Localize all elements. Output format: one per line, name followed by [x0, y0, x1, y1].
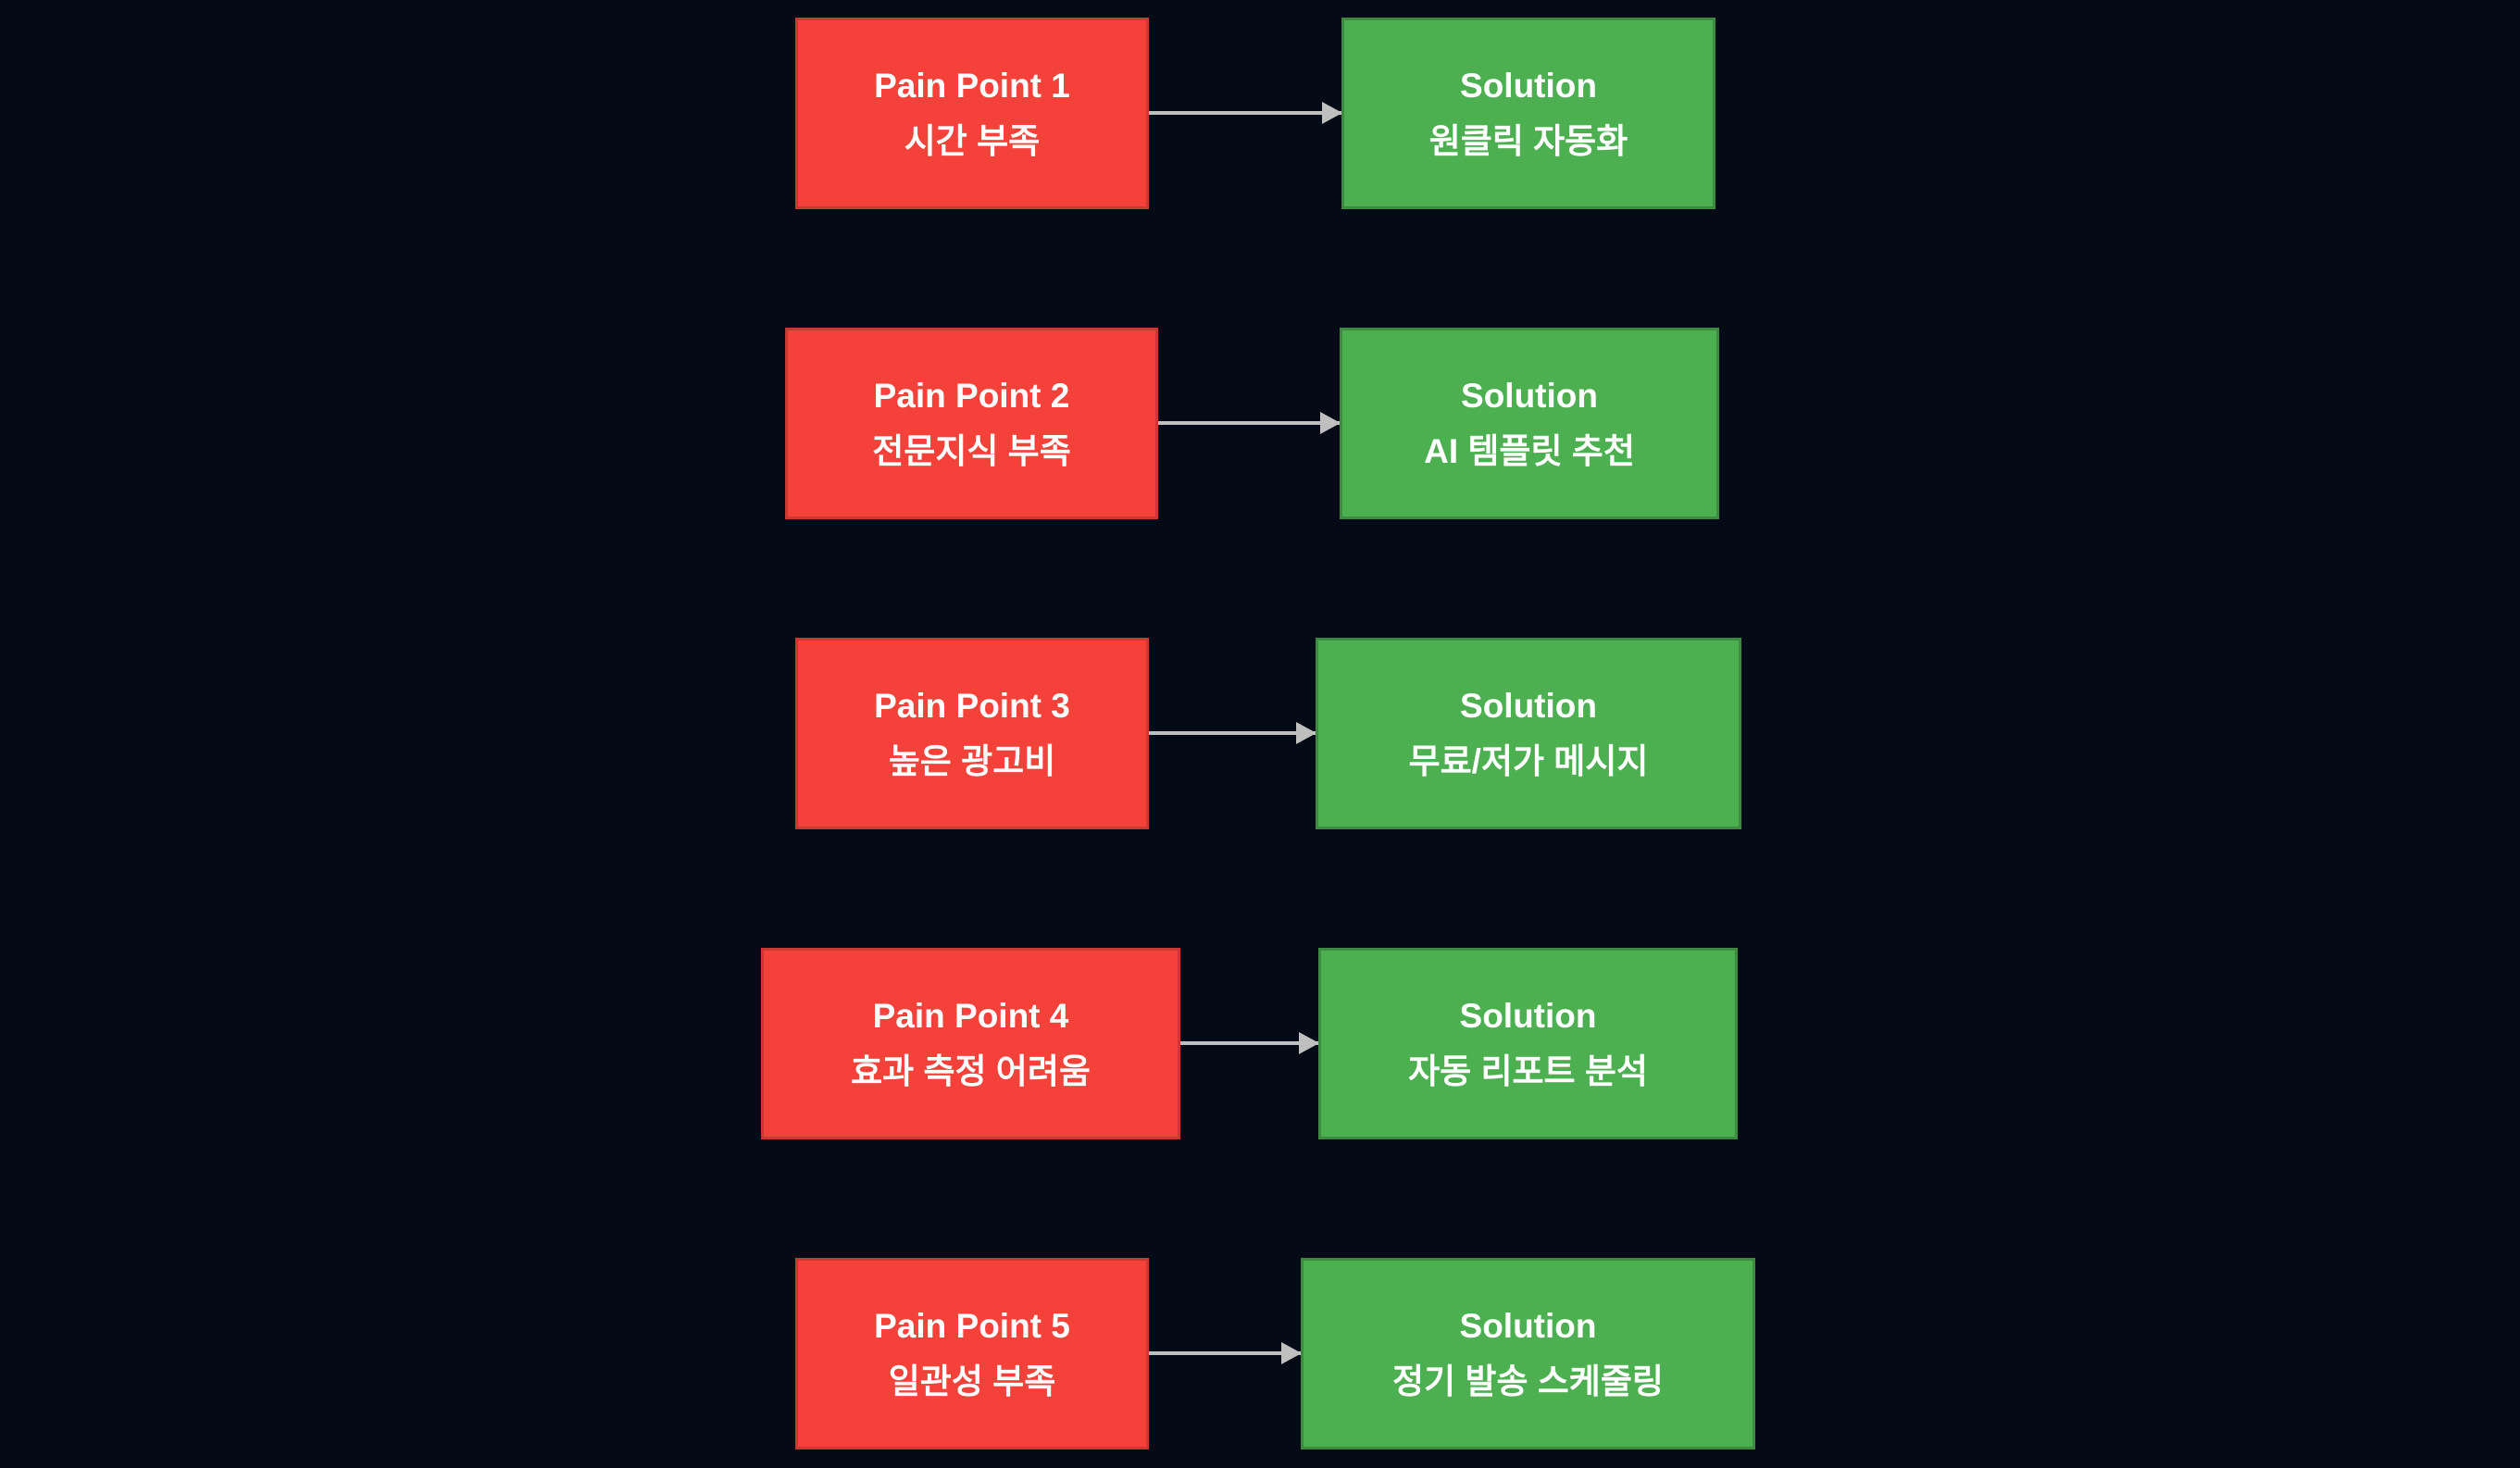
pain-title: Pain Point 4	[872, 996, 1069, 1035]
flow-arrow-icon	[1158, 421, 1340, 425]
solution-title: Solution	[1460, 66, 1597, 105]
solution-box: Solution 정기 발송 스케줄링	[1301, 1258, 1755, 1449]
pain-title: Pain Point 5	[874, 1306, 1070, 1345]
pain-subtitle: 시간 부족	[904, 121, 1041, 160]
solution-title: Solution	[1461, 376, 1598, 415]
solution-title: Solution	[1460, 686, 1597, 725]
pain-point-box: Pain Point 5 일관성 부족	[795, 1258, 1149, 1449]
solution-subtitle: 무료/저가 메시지	[1408, 741, 1649, 780]
pain-point-box: Pain Point 1 시간 부족	[795, 18, 1149, 209]
solution-title: Solution	[1459, 1306, 1597, 1345]
solution-box: Solution AI 템플릿 추천	[1340, 328, 1719, 519]
pain-point-box: Pain Point 2 전문지식 부족	[785, 328, 1158, 519]
mapping-row: Pain Point 1 시간 부족 Solution 원클릭 자동화	[0, 18, 2520, 209]
flow-arrow-icon	[1149, 731, 1316, 735]
pain-title: Pain Point 1	[874, 66, 1070, 105]
solution-box: Solution 무료/저가 메시지	[1316, 638, 1741, 829]
pain-subtitle: 높은 광고비	[888, 741, 1056, 780]
pain-subtitle: 일관성 부족	[888, 1362, 1056, 1400]
mapping-row: Pain Point 4 효과 측정 어려움 Solution 자동 리포트 분…	[0, 948, 2520, 1139]
solution-subtitle: 자동 리포트 분석	[1408, 1051, 1648, 1090]
pain-point-box: Pain Point 3 높은 광고비	[795, 638, 1149, 829]
flow-arrow-icon	[1149, 111, 1341, 115]
solution-title: Solution	[1459, 996, 1597, 1035]
pain-title: Pain Point 2	[873, 376, 1070, 415]
solution-box: Solution 원클릭 자동화	[1341, 18, 1715, 209]
pain-subtitle: 전문지식 부족	[872, 431, 1071, 470]
flow-arrow-icon	[1149, 1351, 1301, 1355]
solution-subtitle: 정기 발송 스케줄링	[1392, 1362, 1664, 1400]
pain-title: Pain Point 3	[874, 686, 1070, 725]
pain-subtitle: 효과 측정 어려움	[851, 1051, 1091, 1090]
solution-subtitle: 원클릭 자동화	[1428, 121, 1628, 160]
mapping-row: Pain Point 5 일관성 부족 Solution 정기 발송 스케줄링	[0, 1258, 2520, 1449]
mapping-row: Pain Point 3 높은 광고비 Solution 무료/저가 메시지	[0, 638, 2520, 829]
flow-arrow-icon	[1180, 1041, 1318, 1045]
solution-box: Solution 자동 리포트 분석	[1318, 948, 1738, 1139]
solution-subtitle: AI 템플릿 추천	[1424, 431, 1635, 470]
mapping-row: Pain Point 2 전문지식 부족 Solution AI 템플릿 추천	[0, 328, 2520, 519]
pain-point-box: Pain Point 4 효과 측정 어려움	[761, 948, 1180, 1139]
